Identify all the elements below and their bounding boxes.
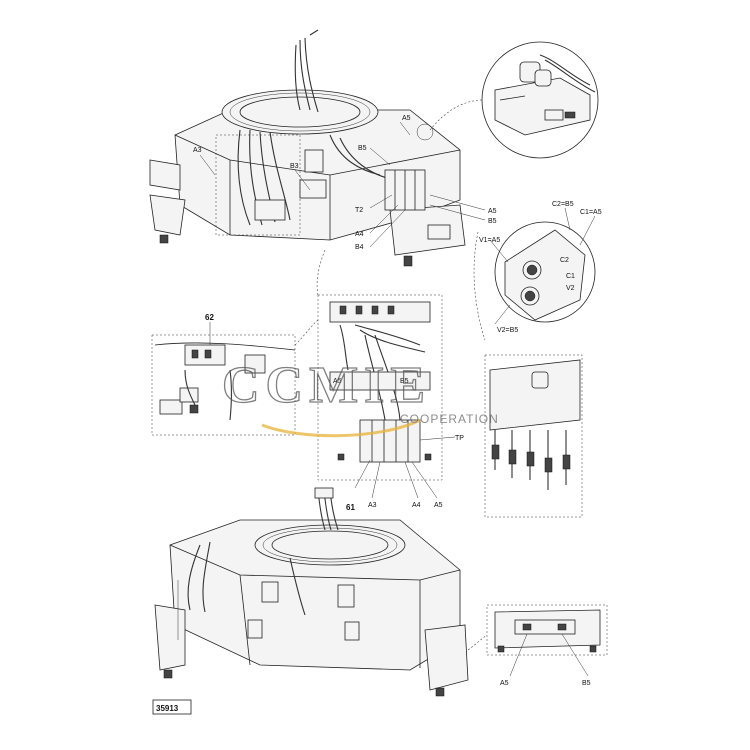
label-62: 62 <box>205 313 214 322</box>
label-c2: C2=B5 <box>552 201 574 208</box>
label-a5-right: A5 <box>488 208 497 215</box>
circle-detail-fittings <box>416 41 599 159</box>
bottom-assembly <box>154 487 469 697</box>
label-a4-center: A4 <box>412 502 421 509</box>
svg-text:C2: C2 <box>560 257 569 264</box>
label-c1: C1=A5 <box>580 209 602 216</box>
right-detail-panel <box>484 354 583 518</box>
label-a5-center: A5 <box>333 378 342 385</box>
ccmie-watermark: CCMIE COOPERATION <box>221 356 499 438</box>
label-a5-bottom-right: A5 <box>500 680 509 687</box>
label-b3: B3 <box>290 163 299 170</box>
watermark-brand: CCMIE <box>222 357 431 414</box>
bottom-right-detail-panel <box>467 604 608 677</box>
svg-text:C1: C1 <box>566 273 575 280</box>
svg-text:V2: V2 <box>566 285 575 292</box>
label-b5-right: B5 <box>488 218 497 225</box>
label-a3-top: A3 <box>193 147 202 154</box>
circle-detail-valve: C2 C1 V2 <box>473 207 596 341</box>
watermark-sub: COOPERATION <box>400 412 499 426</box>
label-v2: V2=B5 <box>497 327 518 334</box>
figure-number: 35913 <box>156 704 179 713</box>
label-b5-top: B5 <box>358 145 367 152</box>
label-61: 61 <box>346 503 355 512</box>
label-a5-top: A5 <box>402 115 411 122</box>
label-b5-center: B5 <box>400 378 409 385</box>
label-tp: TP <box>455 435 464 442</box>
label-a5-bottom: A5 <box>434 502 443 509</box>
label-v1: V1=A5 <box>479 237 500 244</box>
center-detail-panel <box>316 249 456 499</box>
figure-number-box <box>152 699 192 715</box>
label-a4-top: A4 <box>355 231 364 238</box>
label-a3-center: A3 <box>368 502 377 509</box>
label-t2: T2 <box>355 207 363 214</box>
label-b5-bottom-right: B5 <box>582 680 591 687</box>
label-b4: B4 <box>355 244 364 251</box>
top-assembly <box>149 29 486 267</box>
left-detail-panel <box>151 319 319 436</box>
